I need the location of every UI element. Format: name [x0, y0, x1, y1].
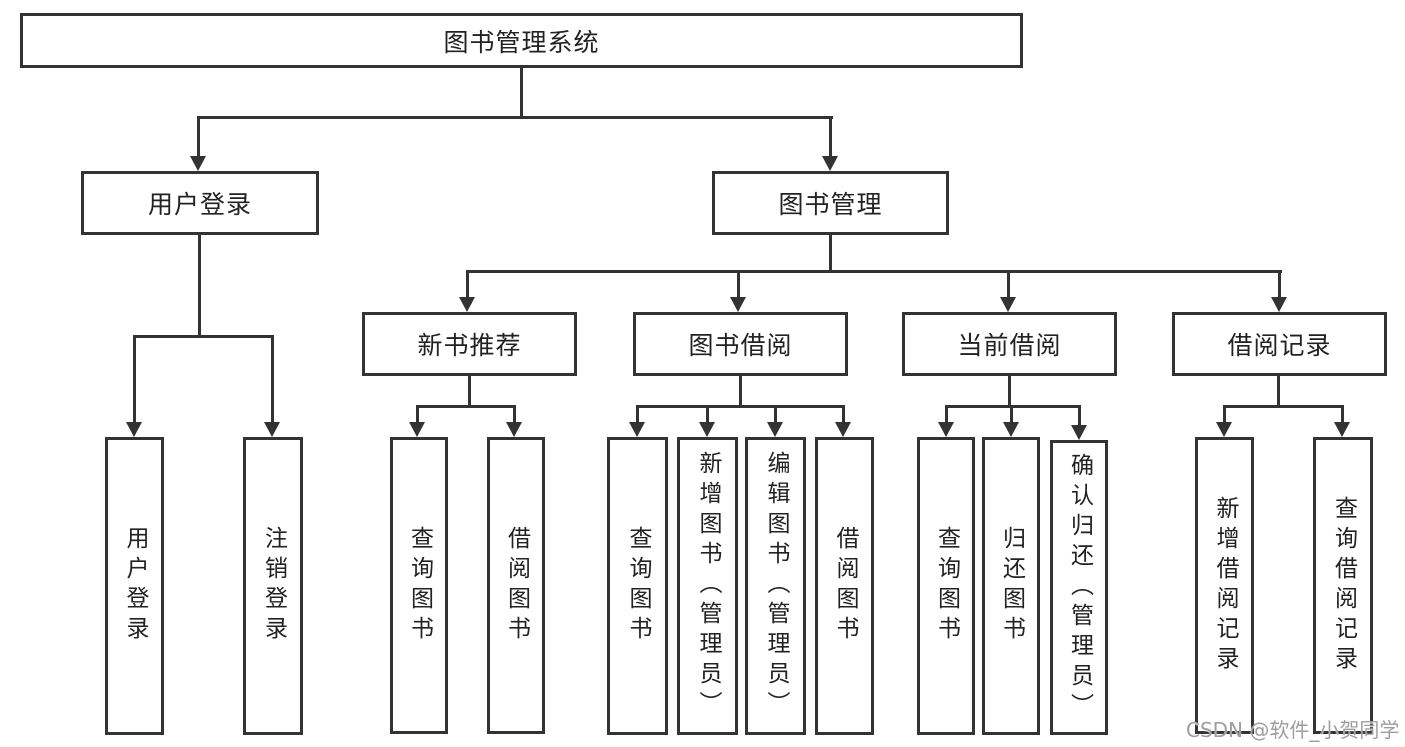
- node-borrow-records: 借阅记录: [1172, 312, 1387, 376]
- node-label: 用户登录: [122, 526, 148, 646]
- arrow-down-icon: [835, 422, 851, 437]
- leaf-logout: 注销登录: [243, 437, 303, 735]
- arrow-down-icon: [938, 422, 954, 437]
- node-current-borrow: 当前借阅: [902, 312, 1117, 376]
- connector-line: [416, 408, 419, 423]
- arrow-down-icon: [409, 422, 425, 437]
- arrow-down-icon: [459, 297, 475, 312]
- leaf-add-book-admin: 新增图书（管理员）: [677, 437, 738, 735]
- connector-line: [197, 118, 200, 157]
- node-label: 新增图书（管理员）: [695, 451, 721, 721]
- node-label: 查询图书: [406, 525, 433, 646]
- connector-line: [1277, 376, 1280, 408]
- node-label: 注销登录: [260, 526, 287, 646]
- node-book-borrow: 图书借阅: [633, 312, 848, 376]
- connector-line: [1008, 376, 1011, 408]
- leaf-borrow-book-newbook: 借阅图书: [487, 437, 545, 734]
- arrow-down-icon: [1003, 422, 1019, 437]
- node-label: 确认归还（管理员）: [1066, 452, 1093, 723]
- arrow-down-icon: [1071, 425, 1087, 440]
- connector-line: [133, 338, 136, 423]
- node-label: 查询借阅记录: [1330, 495, 1357, 676]
- connector-line: [1010, 408, 1013, 423]
- node-label: 查询图书: [933, 526, 960, 646]
- node-label: 新增借阅记录: [1212, 495, 1238, 676]
- arrow-down-icon: [699, 422, 715, 437]
- connector-line: [842, 408, 845, 423]
- arrow-down-icon: [1271, 297, 1287, 312]
- node-label: 查询图书: [625, 526, 651, 646]
- connector-line: [133, 335, 274, 338]
- arrow-down-icon: [126, 422, 142, 437]
- connector-line: [739, 376, 742, 408]
- arrow-down-icon: [506, 422, 522, 437]
- connector-line: [829, 235, 832, 272]
- leaf-add-borrow-record: 新增借阅记录: [1195, 437, 1254, 734]
- connector-line: [774, 408, 777, 423]
- connector-line: [1223, 408, 1226, 423]
- connector-line: [636, 408, 639, 423]
- connector-line: [636, 405, 845, 408]
- node-label: 用户登录: [147, 190, 252, 219]
- arrow-down-icon: [730, 297, 746, 312]
- csdn-watermark: CSDN @软件_小贺同学: [1186, 718, 1400, 742]
- node-label: 借阅图书: [503, 525, 530, 646]
- arrow-down-icon: [190, 156, 206, 171]
- connector-line: [945, 405, 1081, 408]
- connector-line: [520, 68, 523, 119]
- leaf-edit-book-admin: 编辑图书（管理员）: [745, 437, 806, 735]
- node-library-system-root: 图书管理系统: [20, 13, 1023, 68]
- connector-line: [706, 408, 709, 423]
- connector-line: [198, 235, 201, 338]
- connector-line: [1278, 273, 1281, 298]
- node-label: 图书管理系统: [443, 27, 600, 57]
- leaf-query-borrow-record: 查询借阅记录: [1313, 437, 1373, 734]
- node-book-management: 图书管理: [712, 171, 949, 235]
- leaf-query-book-current: 查询图书: [917, 437, 975, 735]
- arrow-down-icon: [264, 422, 280, 437]
- leaf-query-book-newbook: 查询图书: [390, 437, 448, 734]
- connector-line: [468, 376, 471, 408]
- arrow-down-icon: [1000, 297, 1016, 312]
- node-label: 图书借阅: [688, 331, 793, 360]
- node-label: 图书管理: [778, 190, 883, 219]
- arrow-down-icon: [1216, 422, 1232, 437]
- leaf-borrow-book: 借阅图书: [815, 437, 874, 735]
- arrow-down-icon: [822, 156, 838, 171]
- connector-line: [945, 408, 948, 423]
- node-label: 新书推荐: [417, 331, 522, 360]
- node-label: 借阅图书: [832, 526, 858, 646]
- connector-line: [1223, 405, 1344, 408]
- arrow-down-icon: [767, 422, 783, 437]
- node-label: 当前借阅: [957, 331, 1062, 360]
- node-label: 借阅记录: [1227, 331, 1332, 360]
- leaf-user-login: 用户登录: [105, 437, 164, 735]
- connector-line: [737, 273, 740, 298]
- connector-line: [197, 116, 833, 119]
- connector-line: [466, 270, 1282, 273]
- connector-line: [271, 338, 274, 423]
- node-label: 编辑图书（管理员）: [763, 451, 789, 721]
- leaf-return-book: 归还图书: [982, 437, 1040, 735]
- connector-line: [466, 273, 469, 298]
- node-label: 归还图书: [998, 526, 1025, 646]
- arrow-down-icon: [629, 422, 645, 437]
- leaf-query-book-borrow: 查询图书: [607, 437, 668, 735]
- connector-line: [416, 405, 516, 408]
- node-user-login: 用户登录: [81, 171, 319, 235]
- connector-line: [1341, 408, 1344, 423]
- node-new-book-recommend: 新书推荐: [362, 312, 577, 376]
- arrow-down-icon: [1334, 422, 1350, 437]
- connector-line: [829, 118, 832, 157]
- connector-line: [1007, 273, 1010, 298]
- leaf-confirm-return-admin: 确认归还（管理员）: [1050, 440, 1108, 735]
- connector-line: [513, 408, 516, 423]
- connector-line: [1078, 408, 1081, 426]
